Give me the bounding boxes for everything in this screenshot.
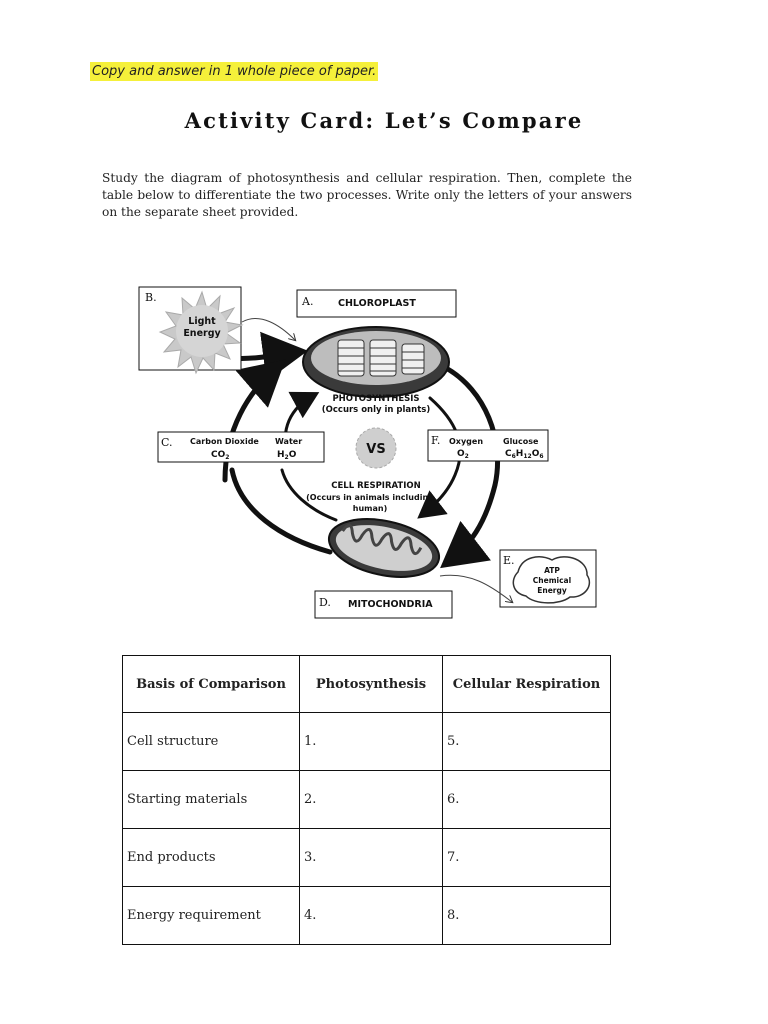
box-f-item1: Oxygen <box>449 437 483 446</box>
box-a-chloroplast: A. CHLOROPLAST <box>296 289 457 318</box>
page-title: Activity Card: Let’s Compare <box>184 108 584 133</box>
row-photosynthesis-answer: 3. <box>299 828 443 887</box>
photosynthesis-respiration-diagram: B. Light Energy A. CHLOROPLAST PHOTOSYNT… <box>138 286 597 619</box>
box-a-label: CHLOROPLAST <box>338 298 416 309</box>
box-e-line3: Energy <box>537 586 567 595</box>
row-basis: Cell structure <box>122 712 300 771</box>
photosynthesis-note: (Occurs only in plants) <box>322 405 431 415</box>
box-f-o: O <box>457 449 465 459</box>
row-respiration-answer: 8. <box>442 886 611 945</box>
svg-text:C6H12O6: C6H12O6 <box>505 449 544 460</box>
vs-label: VS <box>366 442 385 457</box>
box-f-h: H <box>516 449 524 459</box>
box-e-line2: Chemical <box>533 576 571 585</box>
box-c-item2: Water <box>275 437 302 446</box>
row-photosynthesis-answer: 4. <box>299 886 443 945</box>
arrow-inner-left-down <box>280 468 338 522</box>
header-basis: Basis of Comparison <box>122 655 300 713</box>
box-c-h: H <box>277 450 285 460</box>
box-f-products: F. Oxygen Glucose O2 C6H12O6 <box>427 429 549 462</box>
box-d-mitochondria: D. MITOCHONDRIA <box>314 590 453 619</box>
row-respiration-answer: 5. <box>442 712 611 771</box>
box-c-co: CO <box>211 450 226 460</box>
box-f-c: C <box>505 449 512 459</box>
sun-icon <box>158 290 244 375</box>
box-f-item2: Glucose <box>503 437 539 446</box>
box-f-o2-sub: 6 <box>539 453 543 460</box>
mitochondrion-icon <box>327 518 441 578</box>
table-row: Energy requirement 4. 8. <box>122 886 611 945</box>
box-b-light-energy: B. Light Energy <box>138 286 244 375</box>
row-respiration-answer: 6. <box>442 770 611 829</box>
vs-badge: VS <box>355 427 397 469</box>
cycle-arrows <box>222 331 501 569</box>
arrow-left-outer-up <box>222 359 286 483</box>
instruction-note: Copy and answer in 1 whole piece of pape… <box>90 62 379 81</box>
box-c-o: O <box>289 450 297 460</box>
box-c-co-sub: 2 <box>225 454 229 461</box>
arrow-right-outer-down <box>440 365 501 569</box>
box-e-atp: E. ATP Chemical Energy <box>499 549 597 608</box>
box-a-letter: A. <box>301 295 313 308</box>
box-f-o-sub: 2 <box>465 453 469 460</box>
row-photosynthesis-answer: 1. <box>299 712 443 771</box>
box-f-c-sub: 6 <box>512 453 516 460</box>
chloroplast-icon <box>302 326 450 398</box>
box-b-label-line1: Light <box>188 316 216 327</box>
row-photosynthesis-answer: 2. <box>299 770 443 829</box>
table-row: Starting materials 2. 6. <box>122 770 611 829</box>
svg-text:H2O: H2O <box>277 450 297 461</box>
box-f-h-sub: 12 <box>523 453 531 460</box>
photosynthesis-label: PHOTOSYNTHESIS <box>332 394 419 404</box>
row-basis: Energy requirement <box>122 886 300 945</box>
instructions-paragraph: Study the diagram of photosynthesis and … <box>102 171 632 219</box>
box-f-o2: O <box>532 449 540 459</box>
row-respiration-answer: 7. <box>442 828 611 887</box>
box-c-letter: C. <box>161 436 173 449</box>
svg-text:O2: O2 <box>457 449 469 460</box>
box-f-letter: F. <box>431 434 440 447</box>
header-cellular-respiration: Cellular Respiration <box>442 655 611 713</box>
row-basis: Starting materials <box>122 770 300 829</box>
box-e-letter: E. <box>503 554 515 567</box>
cell-respiration-label: CELL RESPIRATION <box>331 481 420 491</box>
cell-respiration-note1: (Occurs in animals including <box>306 493 434 502</box>
box-d-letter: D. <box>319 596 331 609</box>
box-c-h-sub: 2 <box>285 454 289 461</box>
cell-respiration-note2: human) <box>353 504 387 513</box>
row-basis: End products <box>122 828 300 887</box>
header-photosynthesis: Photosynthesis <box>299 655 443 713</box>
table-row: End products 3. 7. <box>122 828 611 887</box>
box-b-label-line2: Energy <box>183 328 221 339</box>
arrow-left-lower <box>229 467 333 555</box>
box-b-letter: B. <box>145 291 157 304</box>
arrow-right-inner-down <box>417 396 462 519</box>
box-c-item1: Carbon Dioxide <box>190 437 259 446</box>
table-row: Cell structure 1. 5. <box>122 712 611 771</box>
comparison-table: Basis of Comparison Photosynthesis Cellu… <box>122 655 611 945</box>
svg-text:CO2: CO2 <box>211 450 229 461</box>
box-c-reactants: C. Carbon Dioxide Water CO2 H2O <box>157 431 325 463</box>
box-d-label: MITOCHONDRIA <box>348 599 433 610</box>
table-header-row: Basis of Comparison Photosynthesis Cellu… <box>122 655 611 713</box>
box-e-line1: ATP <box>544 566 560 575</box>
